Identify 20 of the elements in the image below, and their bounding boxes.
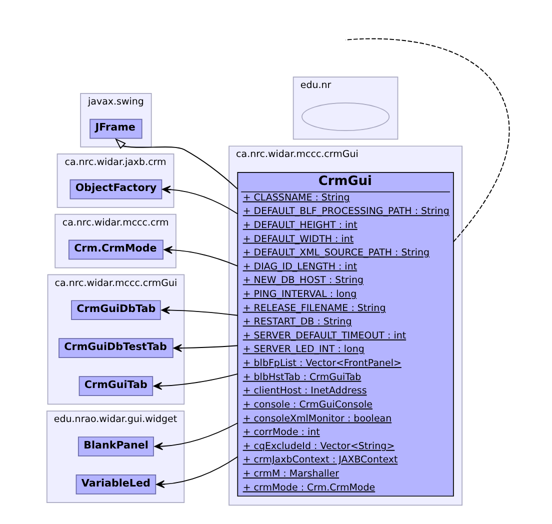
node-box: CrmGui + CLASSNAME : String + DEFAULT_BLF_PROCESSING_PATH : String + DEFAULT_HEIGHT : int + DEFAULT_WIDTH : int + DEFAULT_XML_SOURCE_PATH : String + DIAG_ID_LENGTH : int + NEW_DB_HOST : String + PING_INTERVAL : long + RELEASE_FILENAME : String + RESTART_DB : String + SERVER_DEFAULT_TIMEOUT : int + SERVER_LED_INT : long + blbFpList : Vector<FrontPanel> + blbHstTab : CrmGuiTab + clientHost : InetAddress + console : CrmGuiConsole + consoleXmlMonitor : boolean + corrMode : int + cqExcludeId : Vector<String> + crmJaxbContext : JAXBContext + crmM : Marshaller + crmMode : Crm.CrmMode [236, 172, 454, 497]
arrow [162, 186, 238, 214]
connector [344, 38, 510, 242]
node-box: JFrame [89, 118, 142, 139]
arrow [172, 344, 238, 352]
node-ellipse [301, 102, 390, 132]
node-box: CrmGuiTab [78, 376, 153, 396]
arrow [163, 246, 238, 266]
cluster: edu.nr [292, 76, 398, 140]
arrow [114, 138, 238, 190]
arrow [152, 373, 238, 390]
node-box: CrmGuiDbTestTab [58, 338, 173, 358]
node-box: ObjectFactory [69, 179, 162, 200]
arrow [160, 306, 238, 316]
arrow [156, 456, 238, 488]
node-box: Crm.CrmMode [68, 240, 163, 260]
arrow [154, 422, 238, 450]
node-box: BlankPanel [77, 436, 154, 456]
node-box: VariableLed [75, 474, 156, 494]
node-box: CrmGuiDbTab [70, 300, 160, 320]
